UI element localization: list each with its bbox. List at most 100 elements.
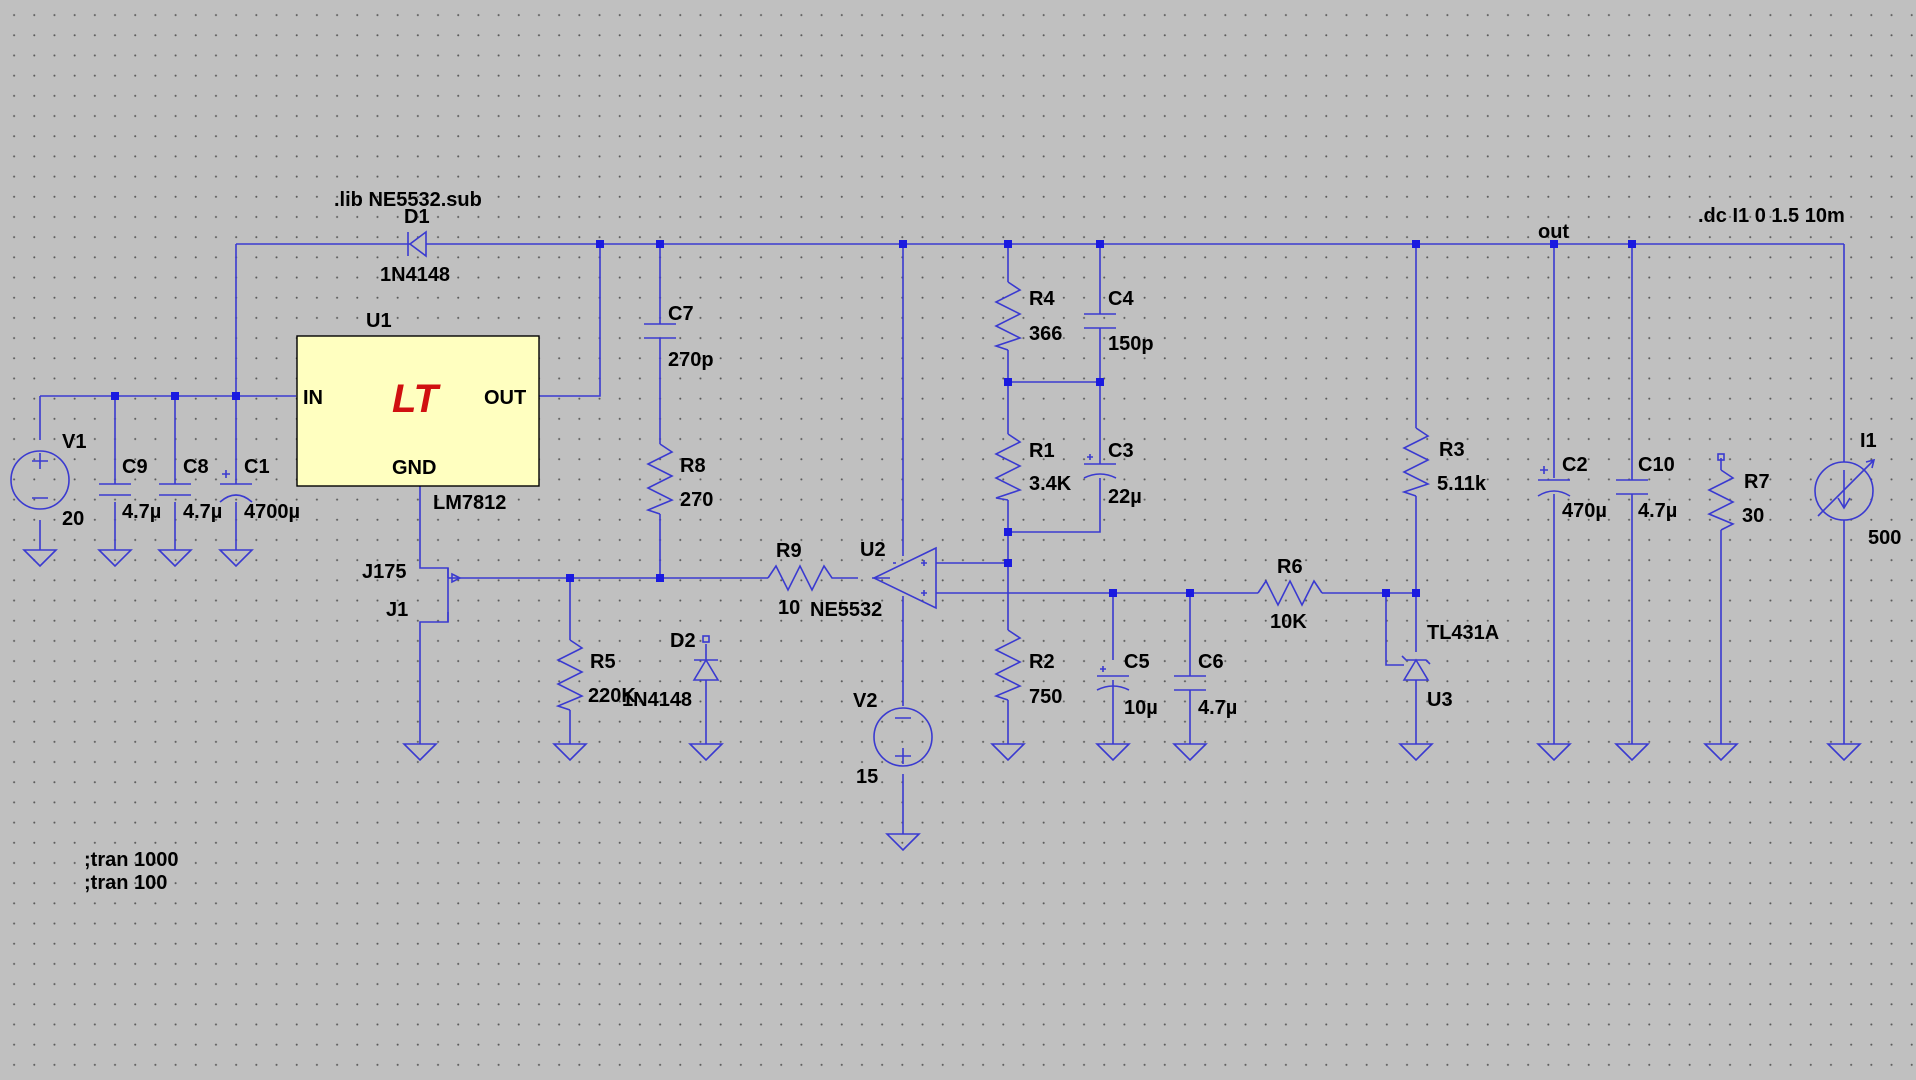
diode-d1[interactable]	[404, 230, 432, 258]
u1-pin-in: IN	[303, 387, 323, 409]
r3-value: 5.11k	[1437, 473, 1487, 495]
capacitor-c5[interactable]	[1096, 666, 1130, 691]
j1-ref: J1	[386, 599, 408, 621]
ground-icon	[1172, 743, 1208, 762]
ground-icon	[552, 743, 588, 762]
c7-ref: C7	[668, 303, 694, 325]
u1-pin-out: OUT	[484, 387, 526, 409]
c2-ref: C2	[1562, 454, 1588, 476]
current-source-i1[interactable]	[1814, 458, 1876, 521]
c5-ref: C5	[1124, 651, 1150, 673]
diode-d2[interactable]	[692, 635, 720, 681]
c1-value: 4700µ	[244, 501, 300, 523]
ground-icon	[1095, 743, 1131, 762]
u1-part: LM7812	[433, 492, 506, 514]
jfet-j1[interactable]	[447, 568, 462, 622]
d1-ref: D1	[404, 206, 430, 228]
c8-value: 4.7µ	[183, 501, 222, 523]
r6-value: 10K	[1270, 611, 1307, 633]
u3-part: TL431A	[1427, 622, 1499, 644]
r9-value: 10	[778, 597, 800, 619]
ground-icon	[218, 549, 254, 568]
ground-icon	[688, 743, 724, 762]
resistor-r3[interactable]	[1401, 427, 1431, 497]
u1-ref: U1	[366, 310, 392, 332]
shunt-regulator-u3[interactable]	[1401, 655, 1431, 681]
net-label-out: out	[1538, 221, 1569, 243]
junctions	[111, 240, 1636, 597]
i1-value: 500	[1868, 527, 1901, 549]
c3-value: 22µ	[1108, 486, 1142, 508]
ground-icon	[1614, 743, 1650, 762]
c4-value: 150p	[1108, 333, 1154, 355]
voltage-source-v1[interactable]	[10, 450, 70, 510]
v1-ref: V1	[62, 431, 86, 453]
ground-icon	[402, 743, 438, 762]
u1-pin-gnd: GND	[392, 457, 436, 479]
ground-icon	[1826, 743, 1862, 762]
capacitor-c4[interactable]	[1084, 313, 1116, 329]
ground-symbols	[22, 549, 1862, 852]
capacitor-c3[interactable]	[1083, 454, 1117, 479]
capacitor-c8[interactable]	[159, 483, 191, 496]
ground-icon	[1703, 743, 1739, 762]
ground-icon	[22, 549, 58, 568]
i1-ref: I1	[1860, 430, 1877, 452]
resistor-r9[interactable]	[767, 564, 840, 592]
u2-ref: U2	[860, 539, 886, 561]
ground-icon	[97, 549, 133, 568]
c10-ref: C10	[1638, 454, 1675, 476]
v2-value: 15	[856, 766, 878, 788]
capacitor-c1[interactable]	[219, 470, 253, 503]
v1-value: 20	[62, 508, 84, 530]
c1-ref: C1	[244, 456, 270, 478]
resistor-r4[interactable]	[993, 281, 1023, 351]
ground-icon	[885, 833, 921, 852]
u3-ref: U3	[1427, 689, 1453, 711]
capacitor-c2[interactable]	[1537, 466, 1571, 497]
r9-ref: R9	[776, 540, 802, 562]
d2-value: 1N4148	[622, 689, 692, 711]
resistor-r2[interactable]	[993, 629, 1022, 701]
d2-ref: D2	[670, 630, 696, 652]
r5-value: 220K	[588, 685, 636, 707]
r2-value: 750	[1029, 686, 1062, 708]
d1-value: 1N4148	[380, 264, 450, 286]
directive-tran-2: ;tran 100	[84, 872, 167, 894]
resistor-r1[interactable]	[994, 433, 1023, 501]
capacitor-c7[interactable]	[644, 323, 676, 339]
r1-ref: R1	[1029, 440, 1055, 462]
r8-value: 270	[680, 489, 713, 511]
v2-ref: V2	[853, 690, 877, 712]
r1-value: 3.4K	[1029, 473, 1072, 495]
ground-icon	[990, 743, 1026, 762]
regulator-u1[interactable]	[296, 335, 540, 487]
c5-value: 10µ	[1124, 697, 1158, 719]
r7-value: 30	[1742, 505, 1764, 527]
resistor-r6[interactable]	[1257, 579, 1323, 607]
c4-ref: C4	[1108, 288, 1134, 310]
wires	[39, 243, 1845, 834]
c2-value: 470µ	[1562, 500, 1607, 522]
capacitor-c9[interactable]	[99, 483, 131, 496]
ground-icon	[1398, 743, 1434, 762]
resistor-r5[interactable]	[555, 639, 584, 711]
capacitor-c10[interactable]	[1616, 479, 1648, 495]
capacitor-c6[interactable]	[1174, 675, 1206, 691]
opamp-u2[interactable]	[872, 546, 937, 610]
labels: .lib NE5532.sub .dc I1 0 1.5 10m ;tran 1…	[62, 189, 1901, 894]
resistor-r8[interactable]	[645, 443, 674, 515]
ground-icon	[157, 549, 193, 568]
resistor-r7[interactable]	[1707, 453, 1735, 531]
c3-ref: C3	[1108, 440, 1134, 462]
c9-value: 4.7µ	[122, 501, 161, 523]
r3-ref: R3	[1439, 439, 1465, 461]
c8-ref: C8	[183, 456, 209, 478]
r4-ref: R4	[1029, 288, 1055, 310]
directive-dc: .dc I1 0 1.5 10m	[1698, 205, 1845, 227]
directive-tran-1: ;tran 1000	[84, 849, 179, 871]
voltage-source-v2[interactable]	[873, 707, 933, 767]
directive-lib: .lib NE5532.sub	[334, 189, 482, 211]
linear-logo-icon: LT	[392, 377, 441, 421]
